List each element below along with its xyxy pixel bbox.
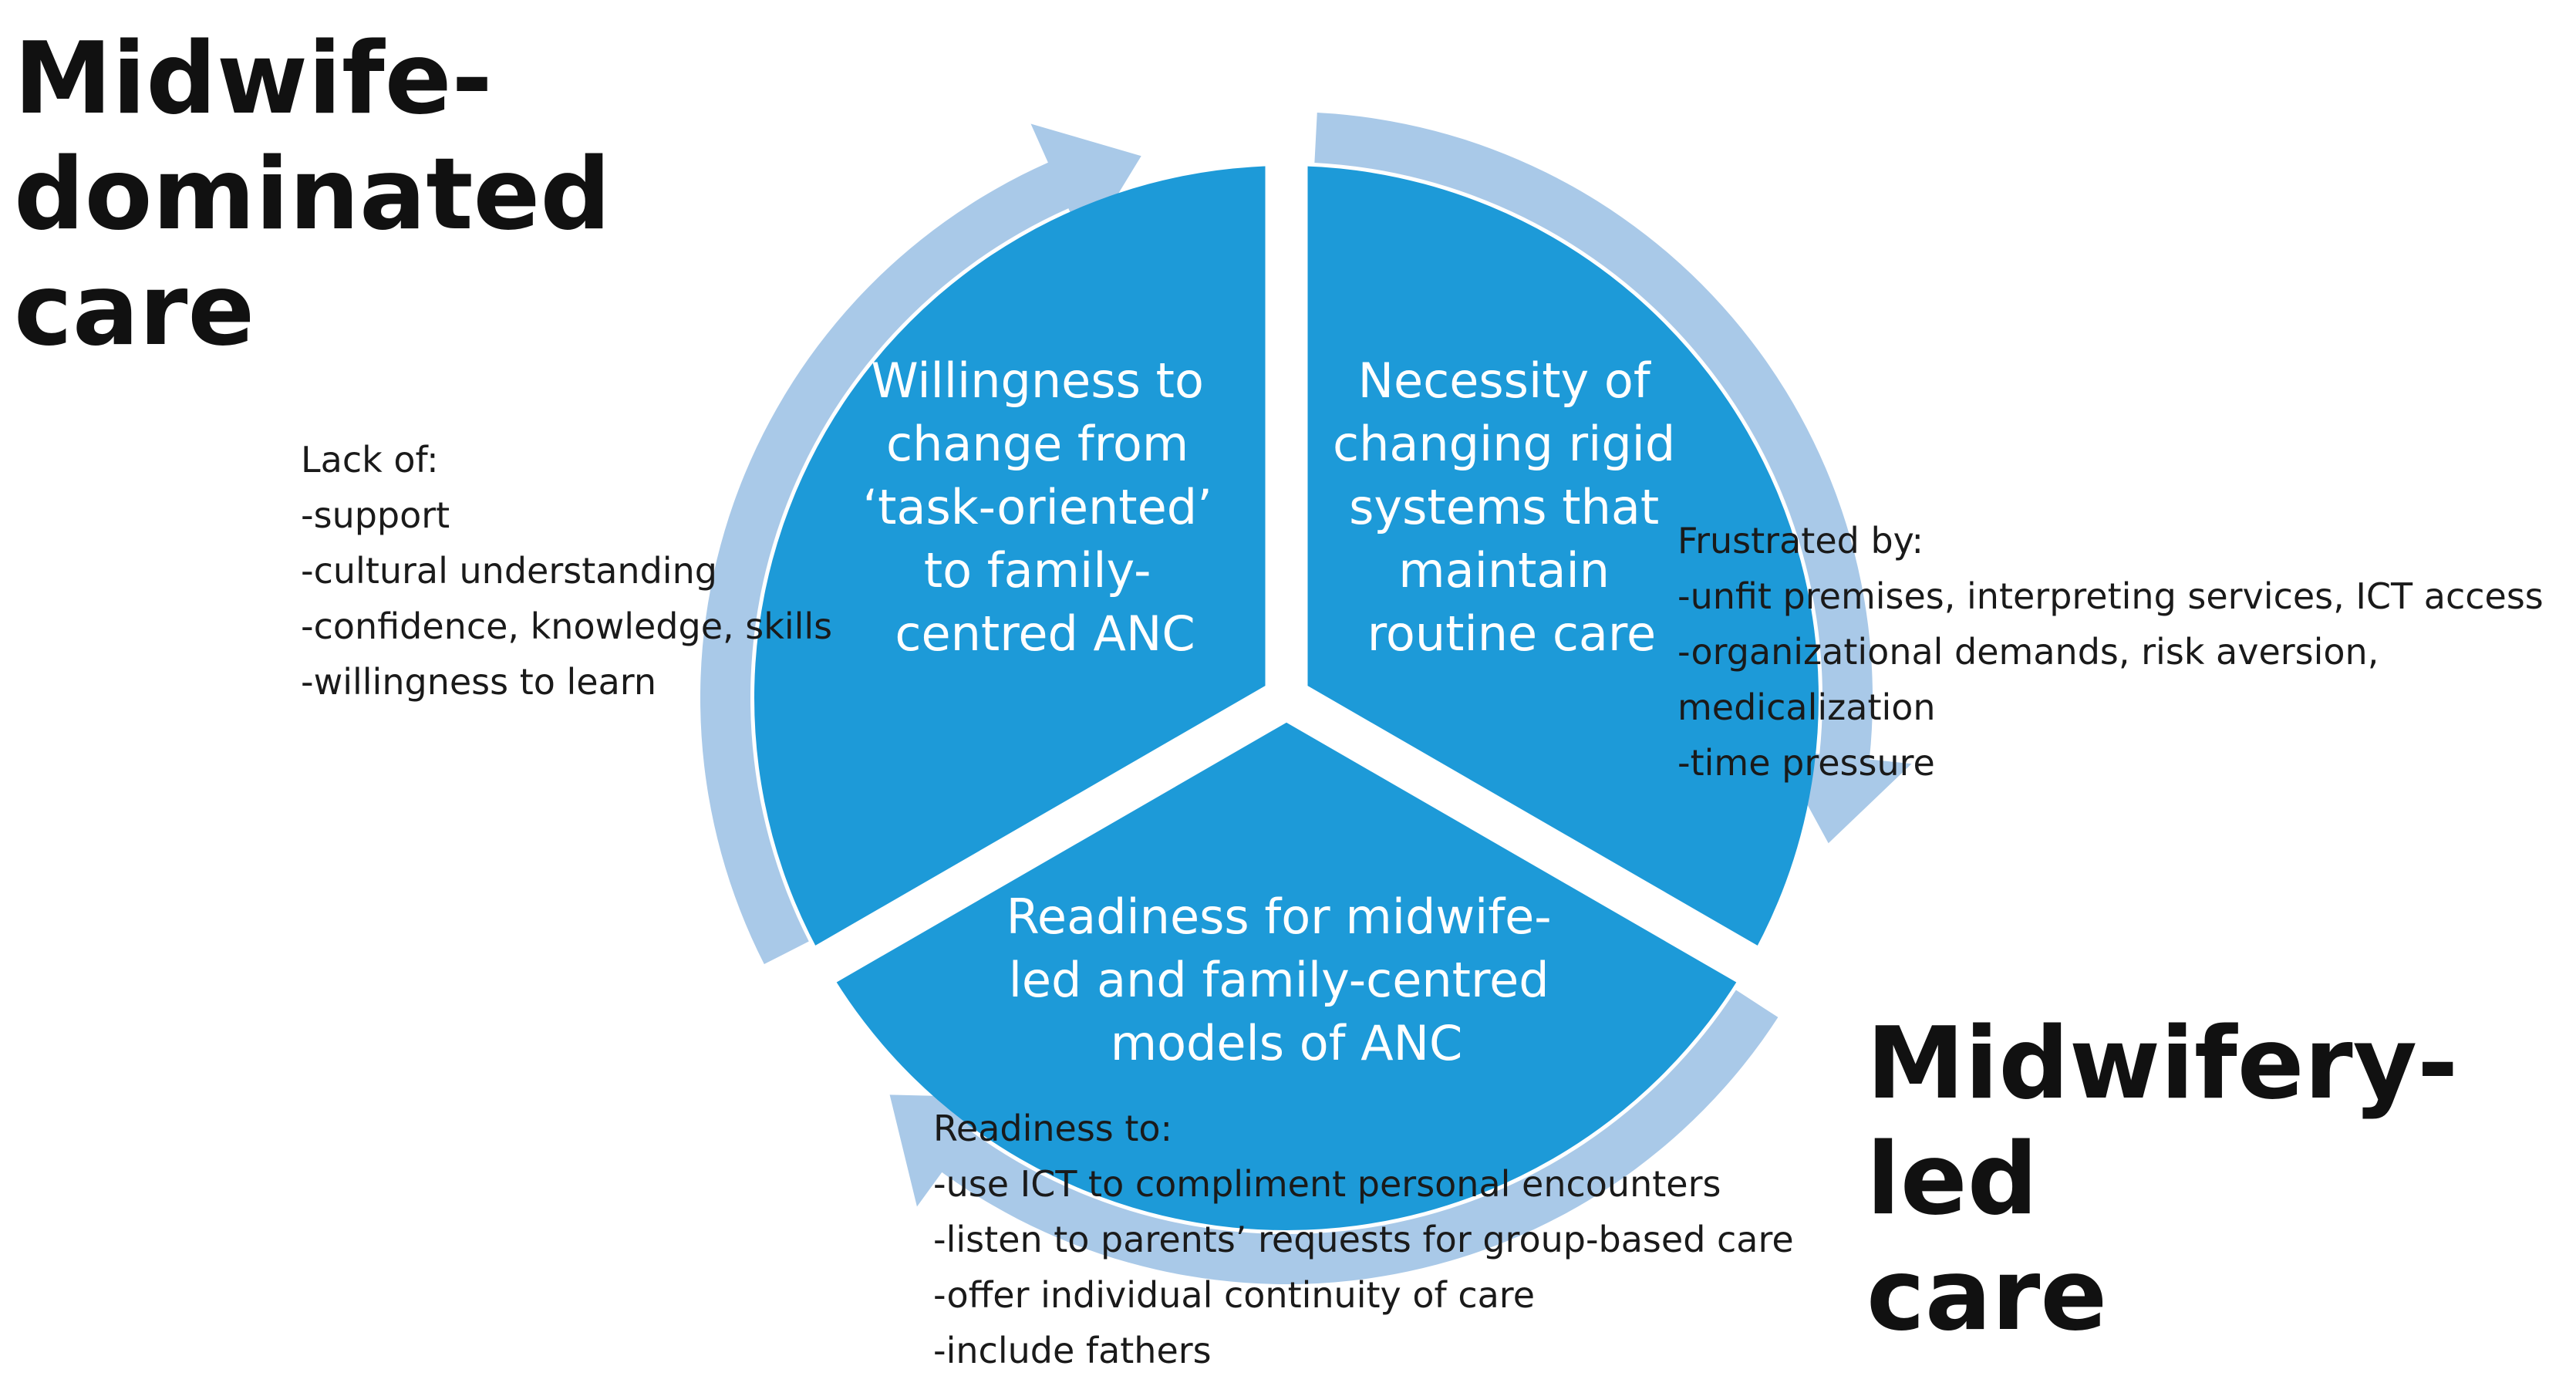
segment-separator [808, 680, 1297, 986]
note-heading: Frustrated by: [1677, 520, 1924, 562]
note-item: -confidence, knowledge, skills [301, 605, 833, 647]
cycle-arrow-icon [889, 990, 1779, 1284]
frustrated-by-note: Frustrated by: -unfit premises, interpre… [1677, 513, 2544, 791]
note-heading: Readiness to: [933, 1108, 1173, 1149]
segment-labels: Willingness to change from ‘task-oriente… [862, 352, 1691, 1071]
label-line: Midwife- [14, 22, 493, 137]
note-item: -include fathers [933, 1330, 1212, 1371]
label-line: care [1866, 1238, 2108, 1353]
note-item: -organizational demands, risk aversion, [1677, 631, 2379, 673]
label-line: Midwifery-led [1866, 1007, 2459, 1237]
label-line: care [14, 253, 255, 368]
label-line: dominated [14, 137, 611, 252]
segment-right-text: Necessity of changing rigid systems that… [1333, 352, 1691, 662]
segment-left-line: centred ANC [895, 605, 1195, 662]
note-item: -support [301, 494, 450, 536]
note-item: -unfit premises, interpreting services, … [1677, 575, 2544, 617]
segment-left-line: to family- [924, 542, 1151, 599]
segment-bottom-line: led and family-centred [1009, 952, 1549, 1008]
midwifery-led-care-label: Midwifery-led care [1866, 1007, 2576, 1354]
segment-right-line: changing rigid [1333, 416, 1675, 472]
segment-left-text: Willingness to change from ‘task-oriente… [862, 352, 1227, 662]
segment-left-line: ‘task-oriented’ [862, 479, 1212, 535]
note-item: -use ICT to compliment personal encounte… [933, 1163, 1721, 1205]
segment-bottom-line: Readiness for midwife- [1006, 889, 1552, 945]
lack-of-note: Lack of: -support -cultural understandin… [301, 432, 832, 710]
segment-right-line: routine care [1367, 605, 1656, 662]
segment-right-line: systems that [1349, 479, 1659, 535]
segment-separator [1276, 680, 1765, 986]
segment-bottom-text: Readiness for midwife- led and family-ce… [1006, 889, 1567, 1071]
note-item: -offer individual continuity of care [933, 1274, 1536, 1316]
segment-left-line: Willingness to [871, 352, 1204, 409]
note-item: -listen to parents’ requests for group-b… [933, 1219, 1794, 1260]
segment-right-line: Necessity of [1358, 352, 1652, 409]
note-item: -willingness to learn [301, 661, 657, 703]
segment-right-line: maintain [1398, 542, 1610, 599]
note-item: -time pressure [1677, 742, 1935, 784]
midwife-dominated-care-label: Midwife- dominated care [14, 22, 611, 369]
note-item: -cultural understanding [301, 550, 717, 592]
segment-bottom-line: models of ANC [1111, 1015, 1463, 1071]
readiness-to-note: Readiness to: -use ICT to compliment per… [933, 1101, 1794, 1376]
note-heading: Lack of: [301, 439, 439, 481]
pie-segments [754, 158, 1819, 1231]
cycle-arrow-icon [1314, 113, 1912, 844]
note-item: medicalization [1677, 686, 1936, 728]
segment-left-line: change from [886, 416, 1189, 472]
